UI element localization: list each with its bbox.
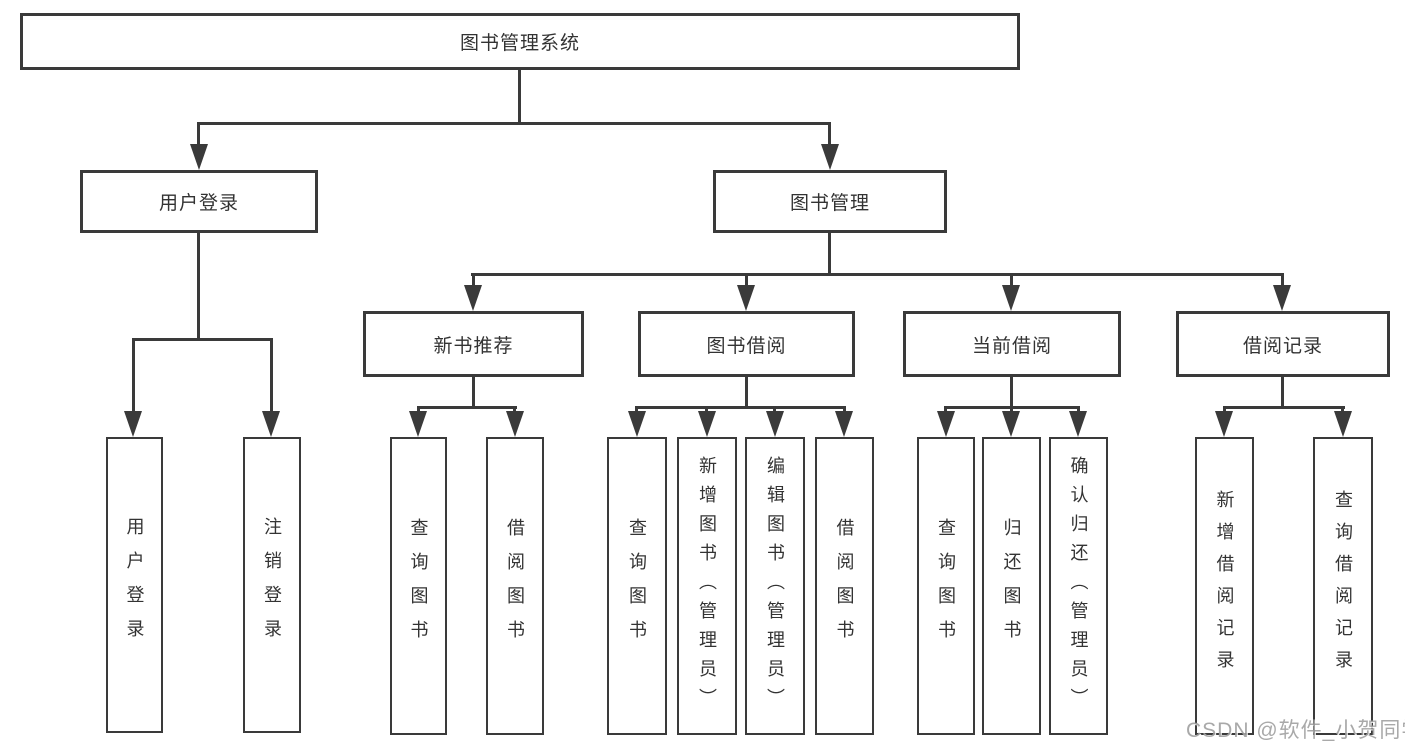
arrow-down-icon (1334, 411, 1352, 437)
node-leaf-query-books-1: 查询图书 (390, 437, 447, 735)
connector-recommend-hline (417, 406, 517, 409)
arrow-down-icon (766, 411, 784, 437)
arrow-down-icon (1273, 285, 1291, 311)
connector-login-stem-1 (132, 341, 135, 411)
node-book-management-branch: 图书管理 (713, 170, 947, 233)
node-leaf-add-borrow-record: 新增借阅记录 (1195, 437, 1254, 735)
arrow-down-icon (506, 411, 524, 437)
connector-current-vline (1010, 377, 1013, 409)
connector-mgmt-hline (471, 273, 1284, 276)
node-user-login-branch: 用户登录 (80, 170, 318, 233)
connector-login-vline (197, 233, 200, 341)
node-leaf-user-login: 用户登录 (106, 437, 163, 733)
arrow-down-icon (821, 144, 839, 170)
connector-root-stem-left (197, 122, 200, 146)
node-leaf-borrow-books-1: 借阅图书 (486, 437, 544, 735)
arrow-down-icon (698, 411, 716, 437)
node-leaf-logout: 注销登录 (243, 437, 301, 733)
arrow-down-icon (262, 411, 280, 437)
connector-records-hline (1223, 406, 1345, 409)
connector-login-hline (132, 338, 273, 341)
arrow-down-icon (628, 411, 646, 437)
connector-mgmt-stem-2 (745, 276, 748, 286)
arrow-down-icon (1002, 285, 1020, 311)
arrow-down-icon (937, 411, 955, 437)
connector-mgmt-stem-4 (1281, 276, 1284, 286)
arrow-down-icon (464, 285, 482, 311)
node-borrow-records: 借阅记录 (1176, 311, 1390, 377)
node-leaf-confirm-return-admin: 确认归还（管理员） (1049, 437, 1108, 735)
connector-mgmt-stem-3 (1010, 276, 1013, 286)
arrow-down-icon (737, 285, 755, 311)
arrow-down-icon (835, 411, 853, 437)
node-leaf-return-books: 归还图书 (982, 437, 1041, 735)
arrow-down-icon (190, 144, 208, 170)
connector-mgmt-vline (828, 233, 831, 276)
node-leaf-borrow-books-2: 借阅图书 (815, 437, 874, 735)
arrow-down-icon (1215, 411, 1233, 437)
node-book-borrowing: 图书借阅 (638, 311, 855, 377)
arrow-down-icon (124, 411, 142, 437)
connector-recommend-vline (472, 377, 475, 409)
node-current-borrowing: 当前借阅 (903, 311, 1121, 377)
connector-root-vline (518, 70, 521, 125)
connector-login-stem-2 (270, 341, 273, 411)
node-leaf-edit-book-admin: 编辑图书（管理员） (745, 437, 805, 735)
watermark: CSDN @软件_小贺同学 (1186, 719, 1405, 742)
arrow-down-icon (409, 411, 427, 437)
connector-borrowing-hline (635, 406, 846, 409)
connector-current-hline (944, 406, 1080, 409)
connector-root-hline (197, 122, 831, 125)
connector-records-vline (1281, 377, 1284, 409)
node-leaf-query-books-2: 查询图书 (607, 437, 667, 735)
node-leaf-query-borrow-record: 查询借阅记录 (1313, 437, 1373, 735)
node-new-book-recommend: 新书推荐 (363, 311, 584, 377)
connector-mgmt-stem-1 (472, 276, 475, 286)
arrow-down-icon (1069, 411, 1087, 437)
node-library-system: 图书管理系统 (20, 13, 1020, 70)
connector-borrowing-vline (745, 377, 748, 409)
arrow-down-icon (1002, 411, 1020, 437)
node-leaf-query-books-3: 查询图书 (917, 437, 975, 735)
connector-root-stem-right (828, 122, 831, 146)
node-leaf-add-book-admin: 新增图书（管理员） (677, 437, 737, 735)
